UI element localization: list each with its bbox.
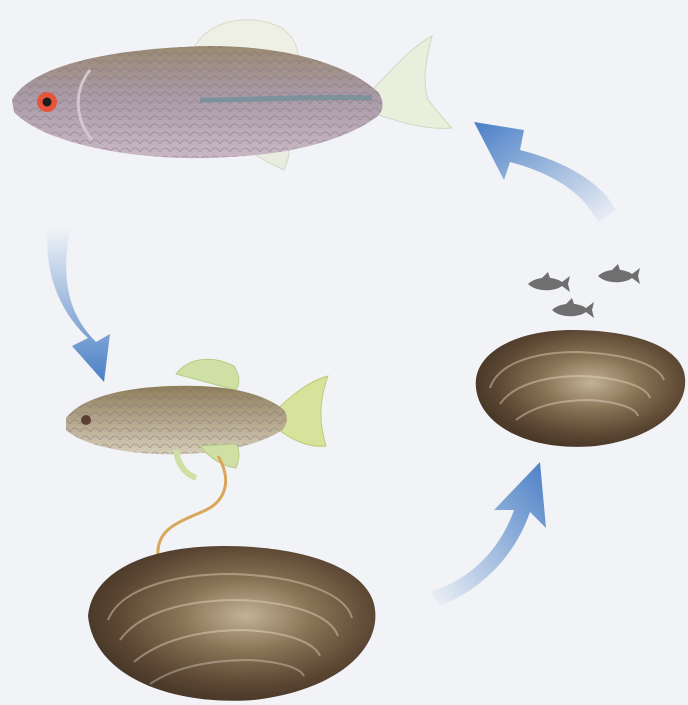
curved-arrow-icon <box>430 462 546 606</box>
juvenile-fish <box>528 264 640 318</box>
adult-bitterling <box>12 20 452 170</box>
female-with-ovipositor <box>66 359 328 556</box>
arrow-mussel-to-mussel <box>430 462 546 606</box>
small-fish-icon <box>598 264 640 284</box>
mussel-icon <box>476 330 685 447</box>
host-mussel-spawning <box>88 546 375 701</box>
host-mussel-juveniles <box>476 330 685 447</box>
arrow-adult-to-female <box>47 228 110 382</box>
tail-fin <box>370 36 452 128</box>
arrow-mussel-to-adult <box>474 122 616 222</box>
curved-arrow-icon <box>47 228 110 382</box>
mussel-icon <box>88 546 375 701</box>
small-fish-icon <box>528 272 570 292</box>
eye-icon <box>81 415 91 425</box>
dorsal-fin <box>176 359 239 390</box>
small-fish-icon <box>552 298 594 318</box>
curved-arrow-icon <box>474 122 616 222</box>
ovipositor <box>158 456 226 556</box>
